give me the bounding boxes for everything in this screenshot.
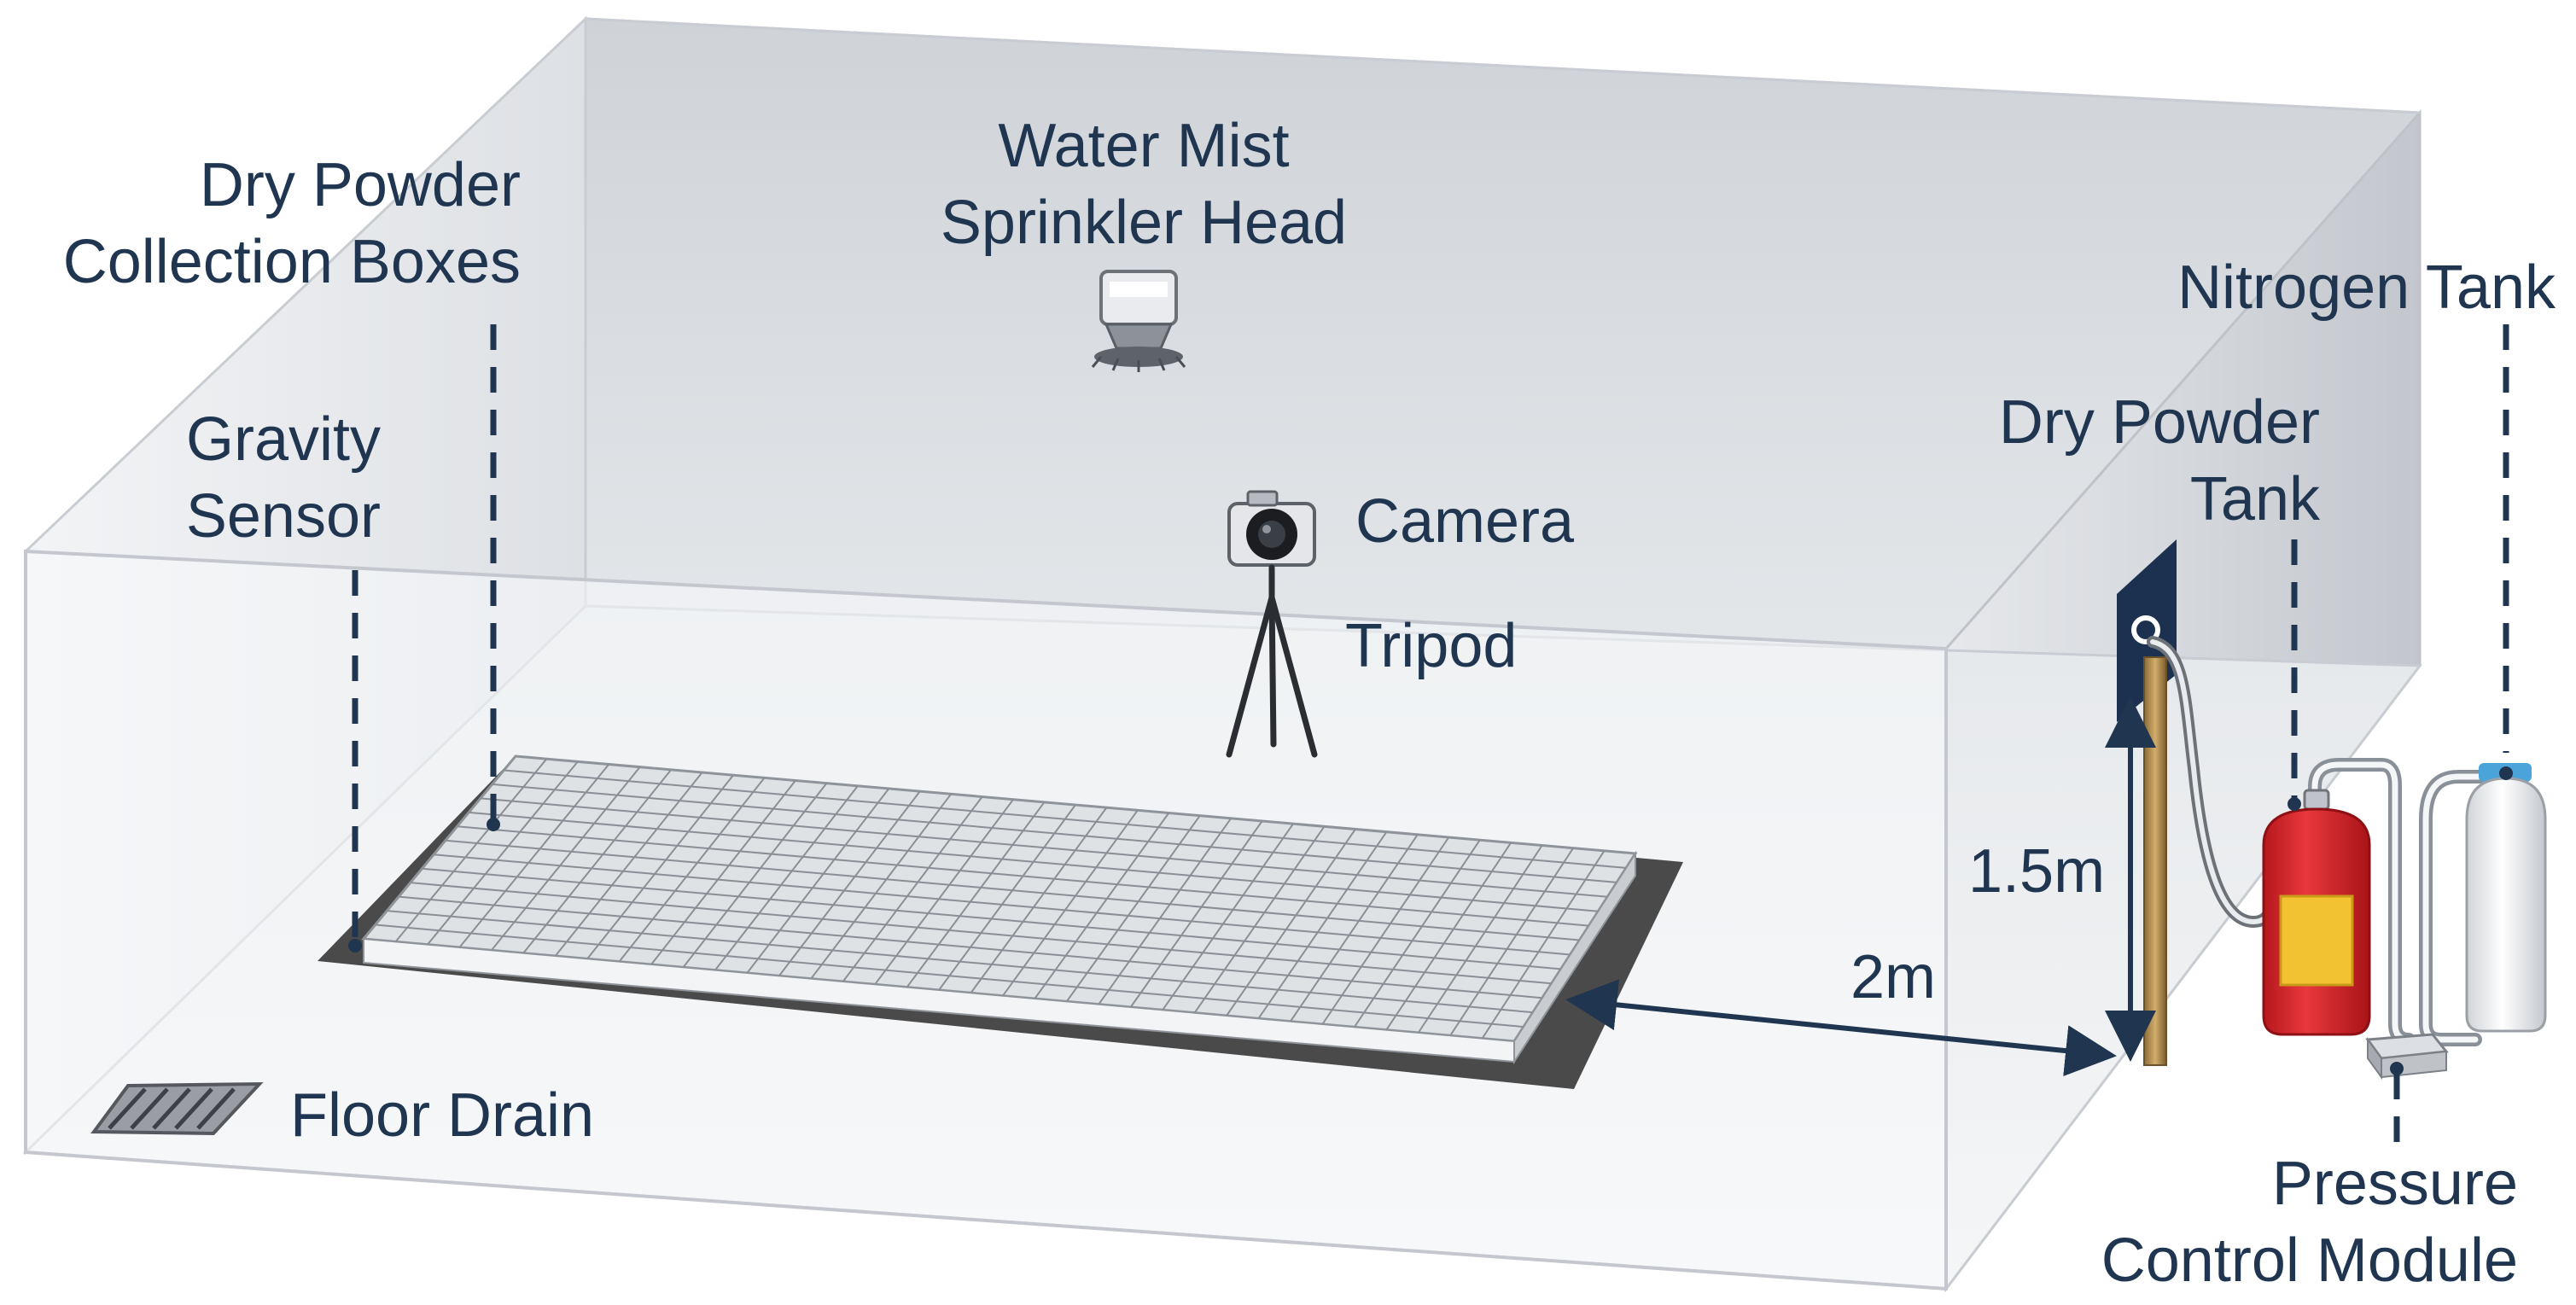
grid-column-divider bbox=[394, 758, 548, 942]
label-gravity-sensor: Gravity Sensor bbox=[102, 401, 381, 555]
grid-column-divider bbox=[778, 790, 921, 976]
grid-cell-dividers bbox=[375, 758, 1627, 1040]
label-nitrogen-tank: Nitrogen Tank bbox=[2177, 253, 2556, 322]
grid-column-divider bbox=[458, 763, 610, 948]
grid-column-divider bbox=[522, 769, 673, 954]
grid-column-divider bbox=[970, 807, 1108, 993]
grid-column-divider bbox=[650, 779, 796, 965]
label-water-mist-sprinkler-head: Water Mist Sprinkler Head bbox=[905, 108, 1383, 261]
grid-column-divider bbox=[1034, 812, 1170, 999]
grid-row-divider bbox=[480, 797, 1608, 898]
grid-column-divider bbox=[1321, 836, 1450, 1025]
label-floor-drain: Floor Drain bbox=[290, 1081, 595, 1150]
grid-row-divider bbox=[434, 853, 1571, 956]
grid-row-divider bbox=[457, 825, 1589, 927]
grid-column-divider bbox=[810, 793, 953, 980]
label-dry-powder-tank: Dry Powder Tank bbox=[1912, 384, 2320, 538]
pressure-control-module-icon bbox=[2365, 1033, 2449, 1081]
grid-column-divider bbox=[618, 777, 766, 963]
grid-column-divider bbox=[938, 804, 1076, 991]
grid-column-divider bbox=[1002, 809, 1139, 997]
grid-column-divider bbox=[1098, 818, 1233, 1005]
grid-column-divider bbox=[1257, 831, 1388, 1019]
grid-column-divider bbox=[554, 772, 703, 957]
camera-icon bbox=[1227, 490, 1316, 567]
grid-column-divider bbox=[906, 801, 1046, 988]
label-pressure-control-module: Pressure Control Module bbox=[2040, 1145, 2518, 1299]
grid-column-divider bbox=[682, 783, 828, 968]
grid-column-divider bbox=[1226, 828, 1356, 1017]
label-distance-dimension: 2m bbox=[1850, 943, 1937, 1011]
grid-column-divider bbox=[586, 774, 734, 959]
grid-column-divider bbox=[874, 799, 1014, 985]
label-camera: Camera bbox=[1355, 487, 1575, 556]
collection-box-grid bbox=[318, 754, 1683, 1089]
vertical-pole bbox=[2143, 656, 2167, 1066]
grid-column-divider bbox=[1417, 844, 1543, 1034]
grid-column-divider bbox=[427, 760, 579, 946]
grid-column-divider bbox=[1129, 820, 1263, 1008]
label-dry-powder-tank-line1: Dry Powder bbox=[1998, 388, 2320, 457]
dry-powder-tank-icon bbox=[2262, 789, 2371, 1036]
grid-column-divider bbox=[1162, 823, 1294, 1011]
grid-row-divider bbox=[375, 923, 1524, 1028]
grid-column-divider bbox=[746, 788, 890, 974]
grid-column-divider bbox=[1385, 842, 1512, 1031]
water-mist-sprinkler-head bbox=[1091, 270, 1186, 372]
label-pressure-control-line2: Control Module bbox=[2101, 1226, 2518, 1295]
grid-row-divider bbox=[410, 882, 1552, 985]
grid-row-divider bbox=[398, 895, 1542, 999]
label-water-mist-line1: Water Mist bbox=[998, 112, 1290, 180]
label-dry-powder-collection-boxes: Dry Powder Collection Boxes bbox=[17, 147, 521, 300]
grid-column-divider bbox=[1193, 825, 1326, 1014]
grid-column-divider bbox=[491, 766, 641, 951]
grid-row-divider bbox=[445, 839, 1580, 941]
floor-drain-icon bbox=[90, 1081, 264, 1136]
grid-column-divider bbox=[1481, 850, 1606, 1040]
tripod bbox=[1226, 564, 1318, 758]
room-top-front-edge bbox=[585, 17, 2421, 114]
grid-column-divider bbox=[714, 785, 859, 971]
grid-row-divider bbox=[387, 910, 1533, 1014]
nitrogen-tank-icon bbox=[2465, 763, 2547, 1033]
distance-dimension-arrow bbox=[1565, 979, 2117, 1076]
label-gravity-sensor-line2: Sensor bbox=[185, 482, 381, 551]
grid-column-divider bbox=[1290, 834, 1419, 1022]
label-height-dimension: 1.5m bbox=[1968, 837, 2106, 906]
label-dry-powder-boxes-line1: Dry Powder bbox=[199, 151, 521, 219]
label-dry-powder-tank-line2: Tank bbox=[2189, 465, 2320, 533]
grid-column-divider bbox=[1353, 839, 1481, 1028]
grid-column-divider bbox=[1065, 815, 1201, 1002]
grid-row-divider bbox=[492, 783, 1617, 883]
grid-right-face bbox=[1513, 850, 1636, 1065]
leader-endpoints bbox=[348, 766, 2513, 1075]
label-dry-powder-boxes-line2: Collection Boxes bbox=[62, 228, 521, 296]
grid-row-divider bbox=[504, 769, 1627, 869]
grid-column-divider bbox=[842, 795, 983, 982]
grid-column-divider bbox=[1449, 848, 1574, 1036]
label-tripod: Tripod bbox=[1345, 612, 1518, 680]
leader-lines bbox=[352, 324, 2509, 1152]
grid-row-divider bbox=[469, 811, 1599, 912]
label-gravity-sensor-line1: Gravity bbox=[185, 405, 381, 474]
label-pressure-control-line1: Pressure bbox=[2271, 1150, 2518, 1218]
label-water-mist-line2: Sprinkler Head bbox=[940, 189, 1348, 257]
grid-row-divider bbox=[422, 867, 1561, 970]
